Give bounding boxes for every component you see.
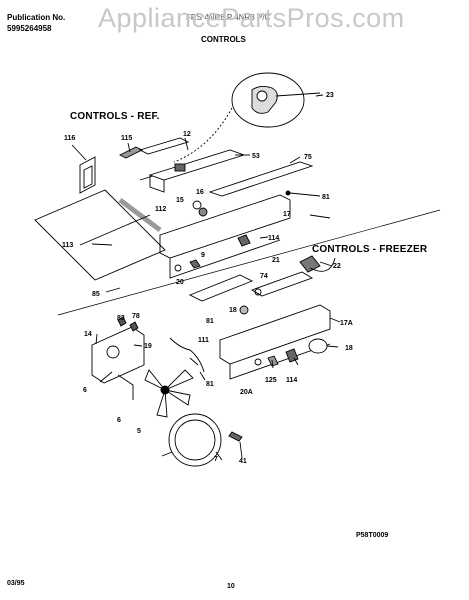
part-label-14: 14 <box>84 331 92 338</box>
part-label-16: 16 <box>196 189 204 196</box>
footer-date: 03/95 <box>7 580 25 587</box>
screw-83 <box>117 316 127 327</box>
part-label-115: 115 <box>121 135 132 142</box>
part-label-21: 21 <box>272 257 280 264</box>
page-number: 10 <box>227 583 235 590</box>
screw-78 <box>129 321 139 332</box>
cable-111 <box>169 337 205 373</box>
control-housing-17 <box>159 194 291 259</box>
part-label-6b: 6 <box>117 417 121 424</box>
part-label-15: 15 <box>176 197 184 204</box>
part-label-83: 83 <box>117 315 125 322</box>
control-housing-17A <box>219 304 331 365</box>
part-label-114: 114 <box>268 235 279 242</box>
part-label-111: 111 <box>198 337 209 344</box>
fan-shroud-7 <box>168 413 222 467</box>
part-label-78: 78 <box>132 313 140 320</box>
section-heading-ref: CONTROLS - REF. <box>70 111 160 122</box>
lamp-125 <box>267 355 279 367</box>
tube-112 <box>118 198 162 232</box>
part-label-75: 75 <box>304 154 312 161</box>
publication-number: 5995264958 <box>7 24 52 33</box>
page-title: CONTROLS <box>201 35 246 44</box>
part-label-116: 116 <box>64 135 75 142</box>
part-label-81b: 81 <box>206 318 214 325</box>
model-text: FRS 4NR8 P 4NR8 P/C <box>186 13 271 22</box>
bracket-116 <box>79 156 96 194</box>
lamp-18-freezer <box>239 305 249 315</box>
part-label-41: 41 <box>239 458 247 465</box>
part-label-6a: 6 <box>83 387 87 394</box>
screw-41 <box>228 431 243 442</box>
socket-114-freezer <box>285 348 299 363</box>
cover-75 <box>208 161 314 197</box>
part-label-18b: 18 <box>345 345 353 352</box>
plate-74 <box>188 274 254 302</box>
thermostat-21 <box>299 255 321 273</box>
socket-114-ref <box>237 234 251 247</box>
clip-9 <box>189 259 201 269</box>
part-label-125: 125 <box>265 377 277 384</box>
knob-18 <box>308 338 328 354</box>
panel-113 <box>34 189 166 281</box>
part-label-12: 12 <box>183 131 191 138</box>
detail-circle-23 <box>231 72 305 128</box>
housing-53 <box>148 149 246 181</box>
switch-115 <box>118 146 144 159</box>
watermark-logo: AppliancePartsPros.com <box>98 3 405 33</box>
part-label-19: 19 <box>144 343 152 350</box>
lamp-16 <box>198 207 208 217</box>
part-label-113: 113 <box>62 242 73 249</box>
part-label-17A: 17A <box>340 320 353 327</box>
part-label-81: 81 <box>322 194 330 201</box>
part-label-23: 23 <box>326 92 334 99</box>
publication-label: Publication No. <box>7 13 66 22</box>
part-label-20A: 20A <box>240 389 253 396</box>
part-label-18a: 18 <box>229 307 237 314</box>
knob-15 <box>192 200 202 210</box>
part-label-53: 53 <box>252 153 260 160</box>
diagram-code: P58T0009 <box>356 532 389 539</box>
part-label-5: 5 <box>137 428 141 435</box>
part-label-7: 7 <box>214 456 218 463</box>
part-labels: 23 116 115 12 53 75 16 15 81 112 17 114 … <box>62 92 353 465</box>
section-heading-freezer: CONTROLS - FREEZER <box>312 244 428 255</box>
bar-12 <box>138 137 190 155</box>
part-label-81c: 81 <box>206 381 214 388</box>
section-divider-line <box>57 209 441 316</box>
part-label-22: 22 <box>333 263 341 270</box>
part-label-114b: 114 <box>286 377 297 384</box>
part-label-112: 112 <box>155 206 166 213</box>
part-label-17: 17 <box>283 211 291 218</box>
part-label-85: 85 <box>92 291 100 298</box>
part-label-74: 74 <box>260 273 268 280</box>
part-label-9: 9 <box>201 252 205 259</box>
fan-blade-5 <box>164 369 194 391</box>
part-label-20: 20 <box>176 279 184 286</box>
